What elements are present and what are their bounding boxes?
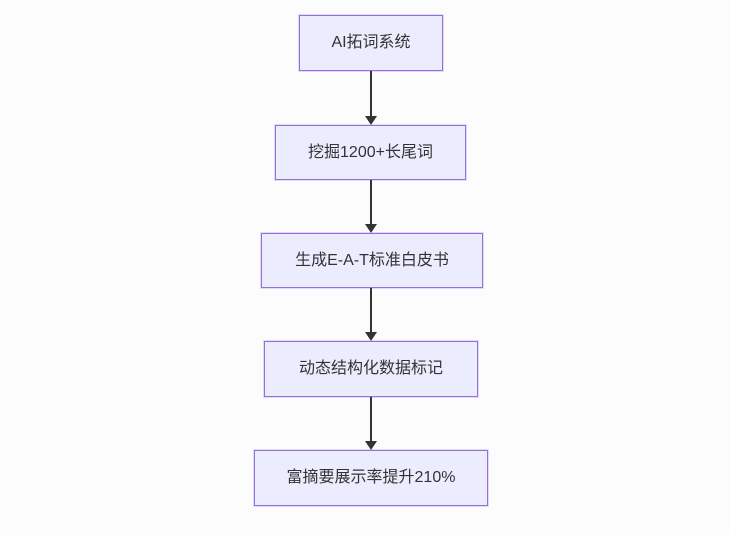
- arrow-down-icon: [365, 180, 377, 233]
- flow-node-ai-keyword-system: AI拓词系统: [299, 15, 443, 71]
- arrow-down-icon: [365, 397, 377, 450]
- arrow-down-icon: [365, 71, 377, 125]
- flow-node-label: 生成E-A-T标准白皮书: [295, 251, 449, 269]
- flow-node-label: AI拓词系统: [331, 34, 411, 52]
- flow-node-label: 动态结构化数据标记: [298, 360, 443, 378]
- flow-node-longtail-mining: 挖掘1200+长尾词: [275, 125, 466, 180]
- flow-node-structured-data-markup: 动态结构化数据标记: [264, 341, 478, 397]
- arrow-down-icon: [365, 288, 377, 341]
- flow-node-rich-snippet-result: 富摘要展示率提升210%: [254, 450, 488, 506]
- flow-node-label: 富摘要展示率提升210%: [286, 469, 456, 487]
- flow-node-label: 挖掘1200+长尾词: [308, 143, 433, 161]
- flow-node-eat-whitepaper: 生成E-A-T标准白皮书: [261, 233, 483, 288]
